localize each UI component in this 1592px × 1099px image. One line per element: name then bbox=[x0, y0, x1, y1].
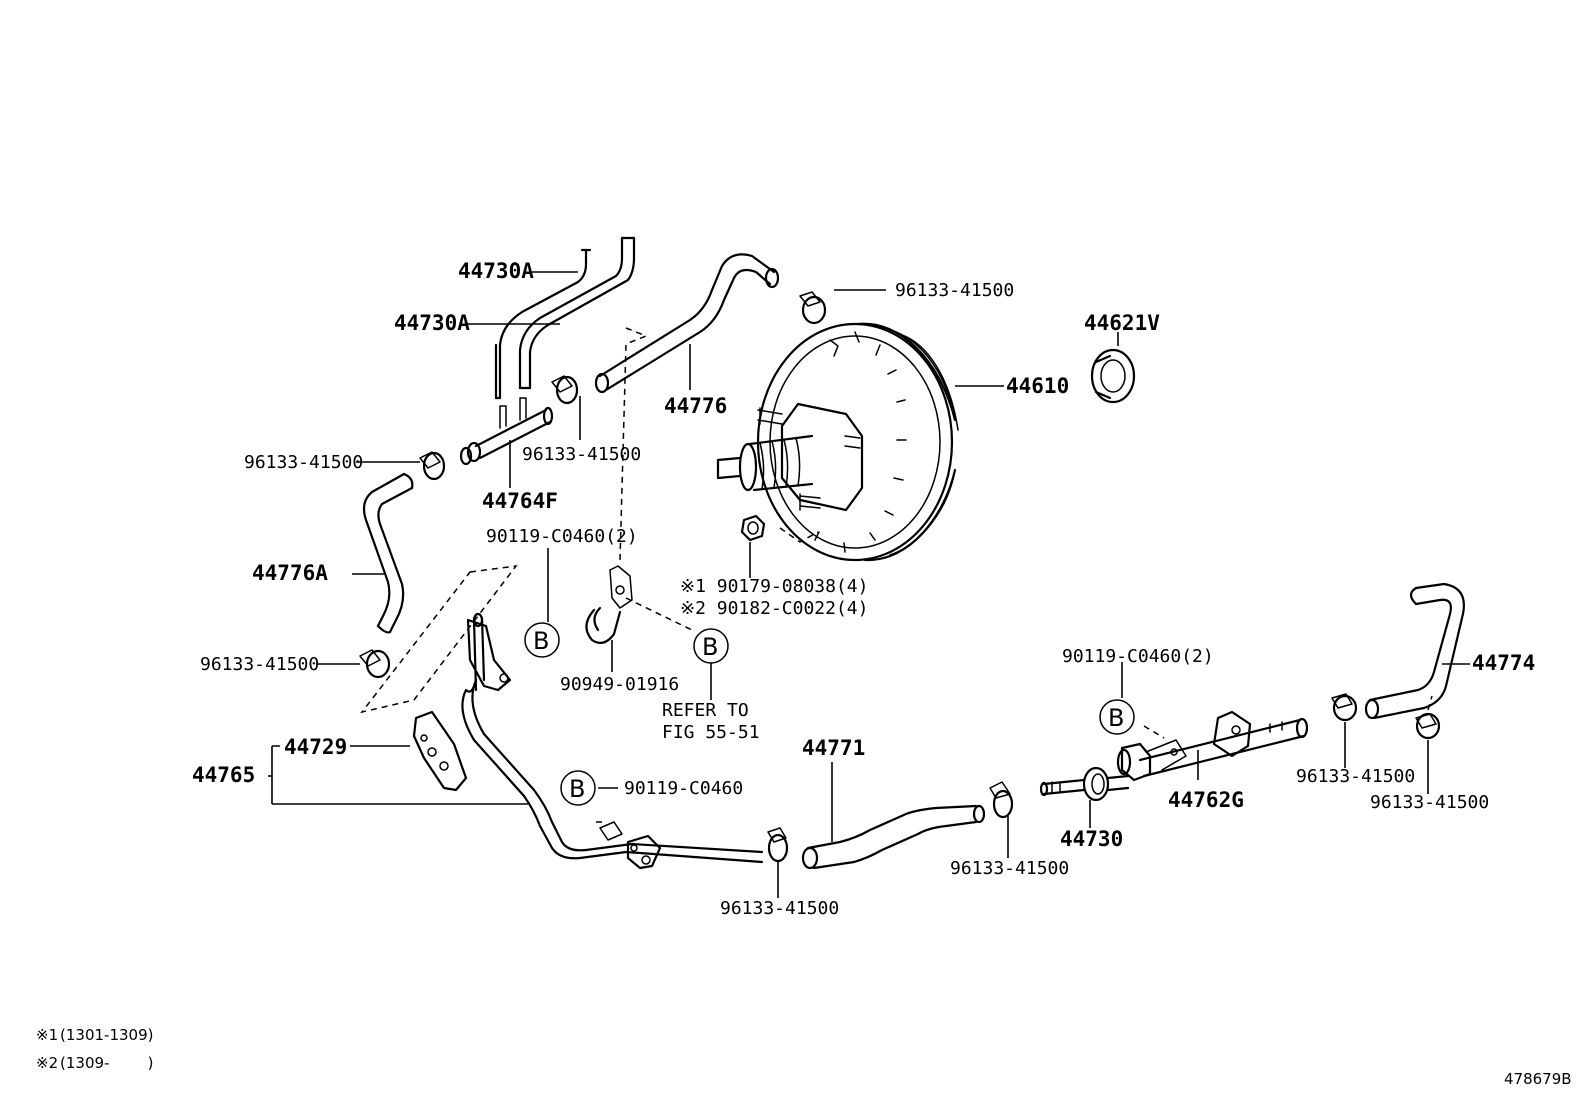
label-44764F: 44764F bbox=[482, 489, 558, 513]
label-90119-a: 90119-C0460(2) bbox=[486, 526, 638, 547]
label-44776A: 44776A bbox=[252, 561, 328, 585]
hose-44774 bbox=[1364, 582, 1465, 720]
pipe-44765 bbox=[412, 612, 764, 870]
clamp-top bbox=[799, 291, 827, 325]
check-valve-44730 bbox=[1039, 766, 1130, 828]
footnotes: ※1 (1301-1309) ※2 (1309- ) 478679B bbox=[36, 1026, 1572, 1088]
label-90949: 90949-01916 bbox=[560, 674, 679, 695]
hose-44776A bbox=[362, 472, 414, 634]
label-clamp-top: 96133-41500 bbox=[895, 280, 1014, 301]
booster-nut bbox=[740, 514, 766, 542]
hoses-44730A bbox=[494, 236, 636, 400]
label-44610: 44610 bbox=[1006, 374, 1069, 398]
svg-text:B: B bbox=[533, 627, 549, 655]
drawing-number: 478679B bbox=[1504, 1070, 1572, 1088]
label-clamp-left: 96133-41500 bbox=[244, 452, 363, 473]
label-clamp-bottom: 96133-41500 bbox=[720, 898, 839, 919]
footnote-2-range: (1309- ) bbox=[60, 1054, 153, 1072]
clamp-right1 bbox=[1331, 693, 1358, 722]
union-44764F bbox=[459, 397, 554, 488]
footnote-1-range: (1301-1309) bbox=[60, 1026, 153, 1044]
clamp-lower-left bbox=[359, 649, 391, 679]
label-44730A-lower: 44730A bbox=[394, 311, 470, 335]
footnote-2-mark: ※2 bbox=[36, 1054, 58, 1072]
brake-booster bbox=[716, 322, 959, 562]
footnote-1-mark: ※1 bbox=[36, 1026, 58, 1044]
clip-90949 bbox=[585, 565, 633, 645]
label-clamp-lower-left: 96133-41500 bbox=[200, 654, 319, 675]
label-44729: 44729 bbox=[284, 735, 347, 759]
union-44762G bbox=[1116, 710, 1309, 782]
label-44771: 44771 bbox=[802, 736, 865, 760]
label-44762G: 44762G bbox=[1168, 788, 1244, 812]
callout-b-2: B bbox=[693, 628, 729, 664]
label-clamp-mid: 96133-41500 bbox=[522, 444, 641, 465]
hose-44776 bbox=[594, 253, 780, 394]
label-44621V: 44621V bbox=[1084, 311, 1160, 335]
clamp-mid bbox=[551, 375, 579, 405]
leader-lines bbox=[268, 271, 1470, 898]
label-clamp-right2: 96133-41500 bbox=[1370, 792, 1489, 813]
callout-b-4: B bbox=[1099, 699, 1135, 735]
label-44730: 44730 bbox=[1060, 827, 1123, 851]
part-labels: 44730A 44730A 96133-41500 44621V 44610 4… bbox=[192, 259, 1535, 919]
callout-b-3: B bbox=[560, 770, 596, 806]
callout-b-1: B bbox=[524, 622, 560, 658]
clamp-left bbox=[419, 451, 446, 481]
label-refer-to: REFER TO bbox=[662, 700, 749, 721]
label-clamp-right1: 96133-41500 bbox=[1296, 766, 1415, 787]
clamp-center-bottom bbox=[989, 781, 1014, 819]
label-90119-c: 90119-C0460 bbox=[624, 778, 743, 799]
label-90179: ※1 90179-08038(4) bbox=[680, 576, 868, 597]
booster-seal bbox=[1090, 332, 1136, 404]
label-44774: 44774 bbox=[1472, 651, 1535, 675]
clamp-bottom bbox=[767, 827, 789, 863]
label-44730A-upper: 44730A bbox=[458, 259, 534, 283]
label-44765: 44765 bbox=[192, 763, 255, 787]
label-90182: ※2 90182-C0022(4) bbox=[680, 598, 868, 619]
clamp-right2 bbox=[1415, 712, 1441, 740]
label-44776: 44776 bbox=[664, 394, 727, 418]
svg-text:B: B bbox=[1108, 704, 1124, 732]
dashed-references bbox=[360, 327, 1165, 823]
label-fig-ref: FIG 55-51 bbox=[662, 722, 760, 743]
hose-44771 bbox=[801, 804, 986, 870]
svg-text:B: B bbox=[702, 633, 718, 661]
svg-text:B: B bbox=[569, 775, 585, 803]
label-clamp-center-bottom: 96133-41500 bbox=[950, 858, 1069, 879]
label-90119-b: 90119-C0460(2) bbox=[1062, 646, 1214, 667]
